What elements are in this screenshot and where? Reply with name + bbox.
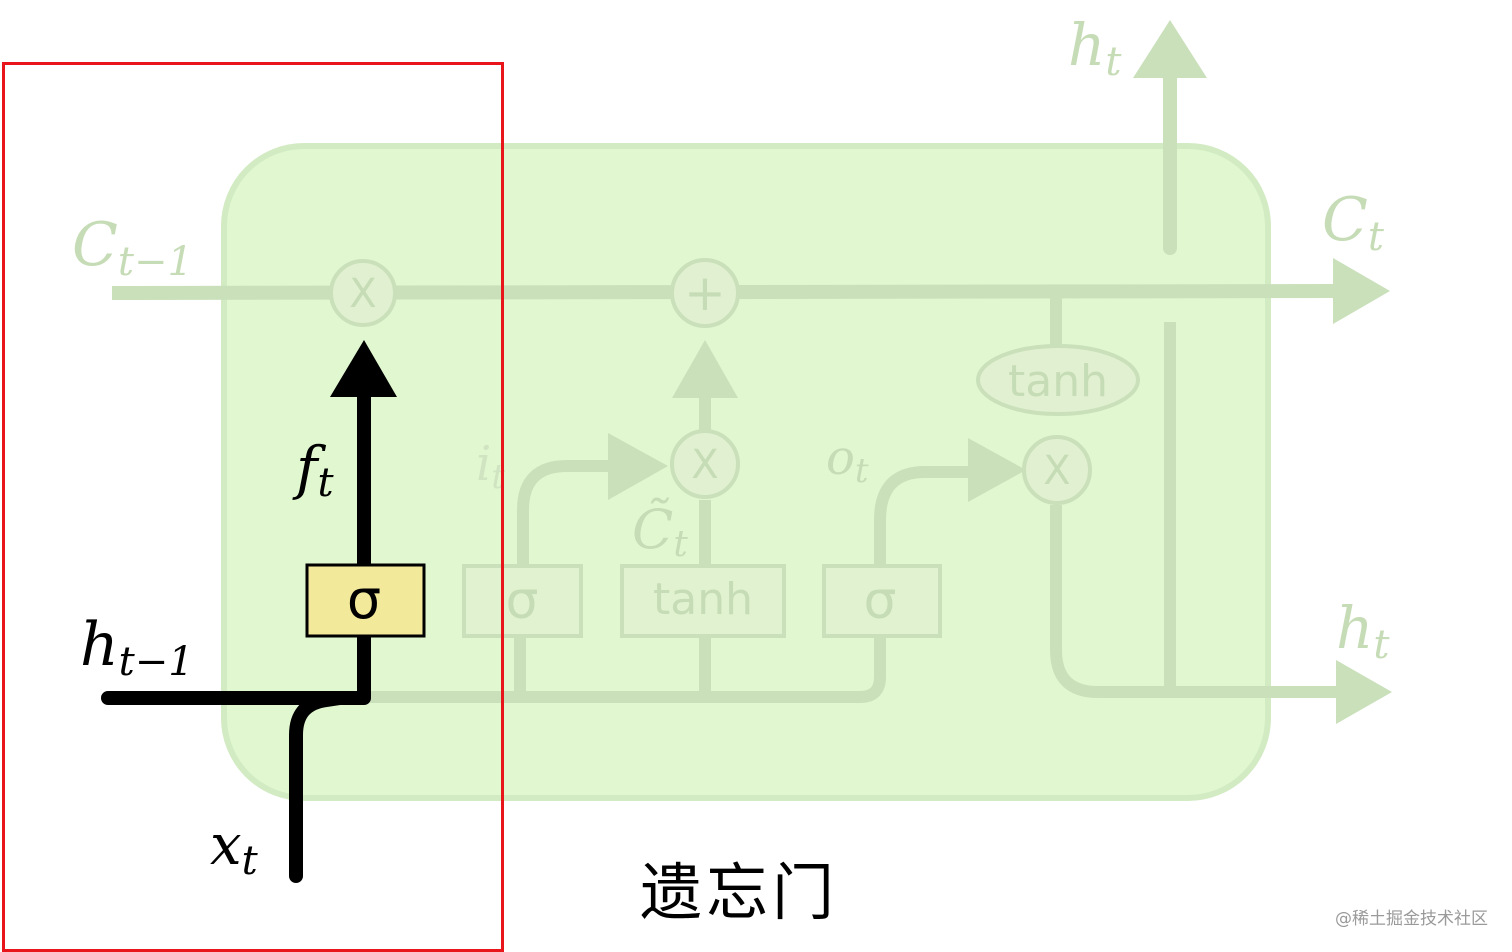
hidden-output-top bbox=[1133, 20, 1207, 255]
cell-tanh-label: tanh bbox=[1008, 356, 1108, 407]
forget-multiply-symbol: X bbox=[349, 271, 376, 317]
cell-state-next-label: Ct bbox=[1322, 185, 1385, 260]
candidate-tanh-layer: tanh bbox=[620, 564, 786, 638]
input-x-label: xt bbox=[210, 813, 259, 884]
hidden-output-top-label: ht bbox=[1068, 11, 1122, 85]
cell-state-prev-label: Ct−1 bbox=[72, 210, 193, 285]
input-gate-arrowhead bbox=[608, 433, 668, 500]
hidden-output-top-arrowhead bbox=[1133, 20, 1207, 78]
cell-add-operator: + bbox=[670, 258, 740, 328]
forget-gate-highlight-box bbox=[2, 62, 504, 952]
hidden-prev-label: ht−1 bbox=[80, 610, 194, 685]
watermark: @稀土掘金技术社区 bbox=[1335, 909, 1488, 929]
candidate-tanh-label: tanh bbox=[653, 574, 753, 625]
output-sigma-label: σ bbox=[864, 571, 897, 631]
forget-multiply-operator: X bbox=[329, 259, 397, 327]
input-gate-path bbox=[517, 460, 615, 566]
input-sigma-label: σ bbox=[506, 571, 539, 631]
input-multiply-operator: X bbox=[670, 429, 740, 499]
input-bus-line bbox=[370, 636, 886, 703]
input-multiply-symbol: X bbox=[691, 442, 718, 488]
output-gate-path bbox=[874, 466, 975, 566]
output-gate-arrowhead bbox=[968, 438, 1026, 502]
forget-output-arrowhead bbox=[330, 340, 397, 397]
cell-add-symbol: + bbox=[684, 264, 726, 322]
candidate-cell-label: C̃t bbox=[632, 497, 688, 565]
output-sigma-layer: σ bbox=[822, 564, 942, 638]
forget-gate-path bbox=[101, 340, 397, 883]
input-x-line bbox=[289, 691, 347, 883]
forget-sigma-layer: σ bbox=[305, 563, 426, 638]
cell-tanh-node: tanh bbox=[976, 344, 1140, 416]
forget-sigma-label: σ bbox=[347, 568, 381, 631]
input-sigma-layer: σ bbox=[462, 564, 583, 638]
candidate-up-arrowhead bbox=[672, 340, 738, 398]
output-multiply-operator: X bbox=[1022, 435, 1092, 505]
figure-caption: 遗忘门 bbox=[640, 856, 839, 929]
output-gate-label: ot bbox=[826, 430, 869, 491]
hidden-output-right-arrowhead bbox=[1336, 660, 1392, 724]
cell-state-arrowhead bbox=[1333, 258, 1390, 324]
hidden-prev-line bbox=[101, 629, 371, 705]
output-multiply-symbol: X bbox=[1043, 448, 1070, 494]
hidden-output-right-label: ht bbox=[1336, 594, 1390, 668]
